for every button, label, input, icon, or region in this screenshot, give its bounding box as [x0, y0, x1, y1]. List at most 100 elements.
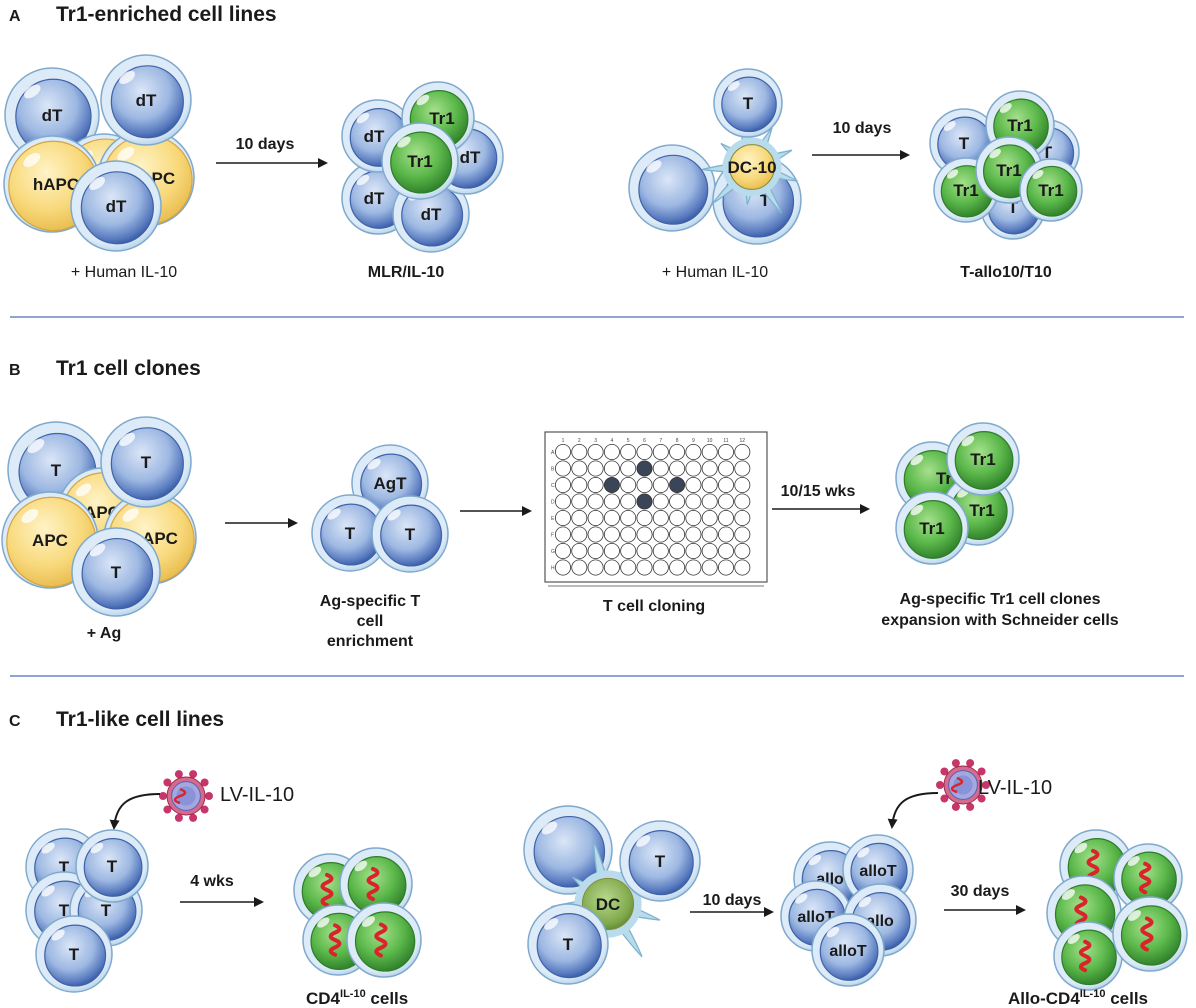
plate-col-label: 5 — [627, 438, 630, 444]
plate-well — [571, 509, 588, 526]
cell-t-a3-top: T — [713, 68, 783, 138]
plate-col-label: 4 — [611, 438, 614, 444]
plate-well — [587, 460, 604, 477]
plate-well — [685, 559, 702, 576]
plate-well — [636, 493, 653, 510]
plate-well — [603, 559, 620, 576]
cell-t-b1-2-label: T — [141, 453, 152, 472]
section-a-letter: A — [9, 8, 21, 25]
plate-well — [603, 526, 620, 543]
section-b-letter: B — [9, 362, 21, 379]
plate-well — [734, 543, 751, 560]
plate-well — [636, 559, 653, 576]
cell-tr1-b3-back-label: Tr — [936, 469, 952, 488]
plate-well — [603, 460, 620, 477]
cell-t-b1-2: T — [100, 416, 192, 508]
plate-well — [587, 559, 604, 576]
plate-well — [555, 559, 572, 576]
cell-t-b2-left-label: T — [345, 524, 356, 543]
plate-col-label: 12 — [740, 438, 746, 444]
plate-well — [587, 509, 604, 526]
section-a: A Tr1-enriched cell lines dThAPhAPChAPCd… — [3, 3, 1083, 281]
cell-cluster-dc: DC T T — [523, 805, 701, 985]
section-c-letter: C — [9, 713, 21, 730]
plate-well — [669, 460, 686, 477]
cell-hapc-left-label: hAPC — [33, 175, 79, 194]
product-1-label: CD4IL-10 cells — [306, 988, 408, 1008]
plate-well — [652, 460, 669, 477]
plate-well — [734, 526, 751, 543]
cell-dt-3-label: dT — [106, 197, 127, 216]
plate-well — [555, 543, 572, 560]
cell-tr1-a2-2: Tr1 — [381, 122, 459, 200]
plate-well — [701, 526, 718, 543]
lentivirus-icon-1 — [159, 770, 213, 822]
cell-cluster-mixed-1: dThAPhAPChAPCdTdT — [3, 54, 195, 252]
cell-t-b2-right-label: T — [405, 525, 416, 544]
plate-well — [555, 476, 572, 493]
cell-t-c1-3-label: T — [101, 901, 112, 920]
caption-plus-ag: + Ag — [87, 625, 122, 642]
plate-well — [587, 493, 604, 510]
plate-well — [685, 493, 702, 510]
plate-well — [701, 559, 718, 576]
plate-well — [555, 509, 572, 526]
vector-label-1: LV-IL-10 — [220, 784, 294, 806]
plate-well — [685, 460, 702, 477]
plate-well — [652, 493, 669, 510]
plate-well — [620, 526, 637, 543]
plate-well — [734, 443, 751, 460]
plate-row-label: B — [551, 467, 555, 473]
cell-cluster-allo-cd4-il10 — [1046, 829, 1188, 991]
plate-well — [669, 443, 686, 460]
plate-col-label: 10 — [707, 438, 713, 444]
cell-allo-cd4-c5-3 — [1113, 843, 1183, 913]
plate-well — [620, 559, 637, 576]
cell-allot-c4-front-label: alloT — [829, 943, 867, 960]
cell-t-c3-bottom-label: T — [563, 935, 574, 954]
arrow-c2-label: 10 days — [703, 892, 762, 909]
plate-col-label: 9 — [692, 438, 695, 444]
cell-t-a3-top-label: T — [743, 94, 754, 113]
product-2-label: Allo-CD4IL-10 cells — [1008, 988, 1148, 1008]
section-a-title: Tr1-enriched cell lines — [56, 3, 277, 26]
plate-well — [669, 509, 686, 526]
cell-tr1-b3-front-label: Tr1 — [919, 519, 945, 538]
cell-tr1-a2-1-label: Tr1 — [429, 109, 455, 128]
plate-row-label: F — [551, 533, 554, 539]
arrow-a1-label: 10 days — [236, 136, 295, 153]
enrichment-line-2: cell — [357, 613, 384, 630]
plate-well — [636, 460, 653, 477]
plate-well — [669, 526, 686, 543]
cell-tr1-b3-top: Tr1 — [946, 422, 1020, 496]
cell-cluster-dc10: TDC-10T — [628, 68, 802, 245]
cell-tr1-a4-right-label: Tr1 — [1038, 181, 1064, 200]
plate-well — [701, 476, 718, 493]
cell-allot-c4-front: alloT — [811, 913, 885, 987]
plate-well — [652, 509, 669, 526]
cell-dc-label: DC — [596, 895, 621, 914]
plate-well — [685, 509, 702, 526]
plate-well — [603, 509, 620, 526]
plate-well — [620, 493, 637, 510]
caption-t-allo10: T-allo10/T10 — [960, 264, 1052, 281]
cell-apc-b1-left-label: APC — [32, 531, 68, 550]
plate-row-label: G — [551, 549, 555, 555]
section-b-title: Tr1 cell clones — [56, 357, 201, 380]
cell-t-c3-bottom: T — [527, 903, 609, 985]
cell-tr1-a2-2-label: Tr1 — [407, 152, 433, 171]
cell-tr1-a4-right: Tr1 — [1019, 158, 1083, 222]
cell-t-c1-1-label: T — [59, 858, 70, 877]
cell-t-b1-1-label: T — [51, 461, 62, 480]
arrow-b3-label: 10/15 wks — [781, 483, 856, 500]
cell-t-c3-right-label: T — [655, 852, 666, 871]
plate-well — [587, 543, 604, 560]
plate-well — [701, 509, 718, 526]
plate-well — [571, 559, 588, 576]
enrichment-line-3: enrichment — [327, 633, 414, 650]
cell-t-c1-2-label: T — [59, 901, 70, 920]
plate-col-label: 2 — [578, 438, 581, 444]
